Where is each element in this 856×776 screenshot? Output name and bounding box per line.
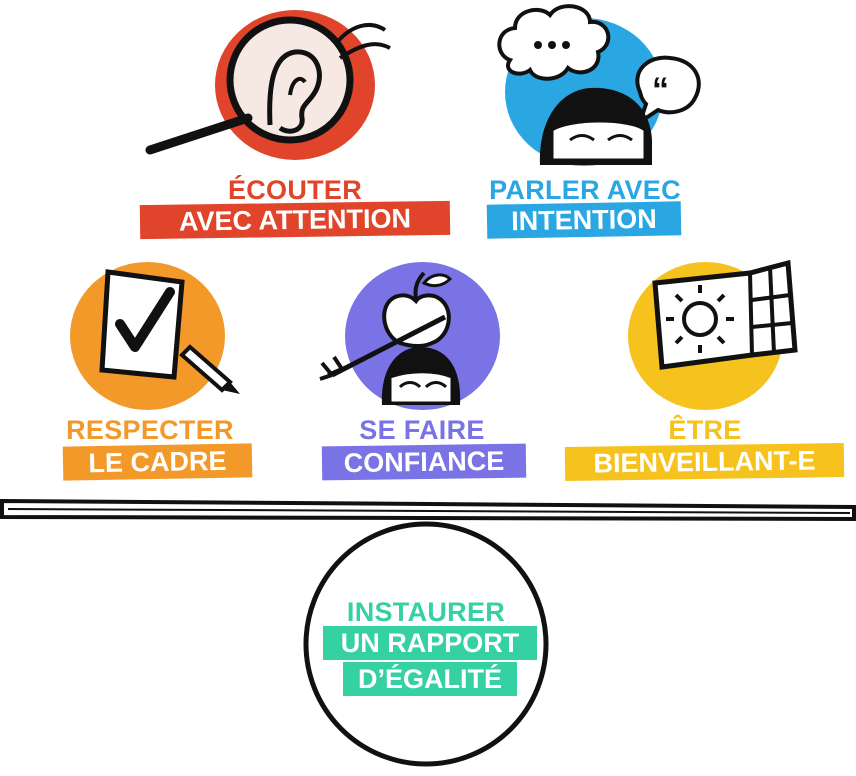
checklist-pencil-icon [99, 269, 240, 394]
seesaw-beam [0, 498, 856, 522]
apple-arrow-head-icon [319, 271, 461, 405]
respecter-line1: RESPECTER [66, 415, 234, 445]
fulcrum-line3: D’ÉGALITÉ [343, 662, 517, 696]
fulcrum-line2: UN RAPPORT [323, 626, 537, 660]
ecouter-line1: ÉCOUTER [227, 175, 363, 205]
parler-line1: PARLER AVEC [489, 175, 681, 205]
confiance-line1: SE FAIRE [359, 415, 485, 445]
fulcrum-line1: INSTAURER [346, 597, 506, 627]
speech-bubbles-person-icon: “ [497, 4, 701, 165]
sun-map-icon [652, 259, 798, 370]
ear-magnifier-icon [145, 16, 391, 155]
etre-line1: ÊTRE [668, 415, 742, 445]
respecter-line2: LE CADRE [62, 443, 253, 481]
etre-line2: BIENVEILLANT-E [564, 443, 845, 481]
confiance-line2: CONFIANCE [321, 443, 527, 481]
ecouter-line2: AVEC ATTENTION [139, 200, 451, 240]
svg-text:“: “ [652, 71, 669, 109]
parler-line2: INTENTION [486, 201, 682, 239]
